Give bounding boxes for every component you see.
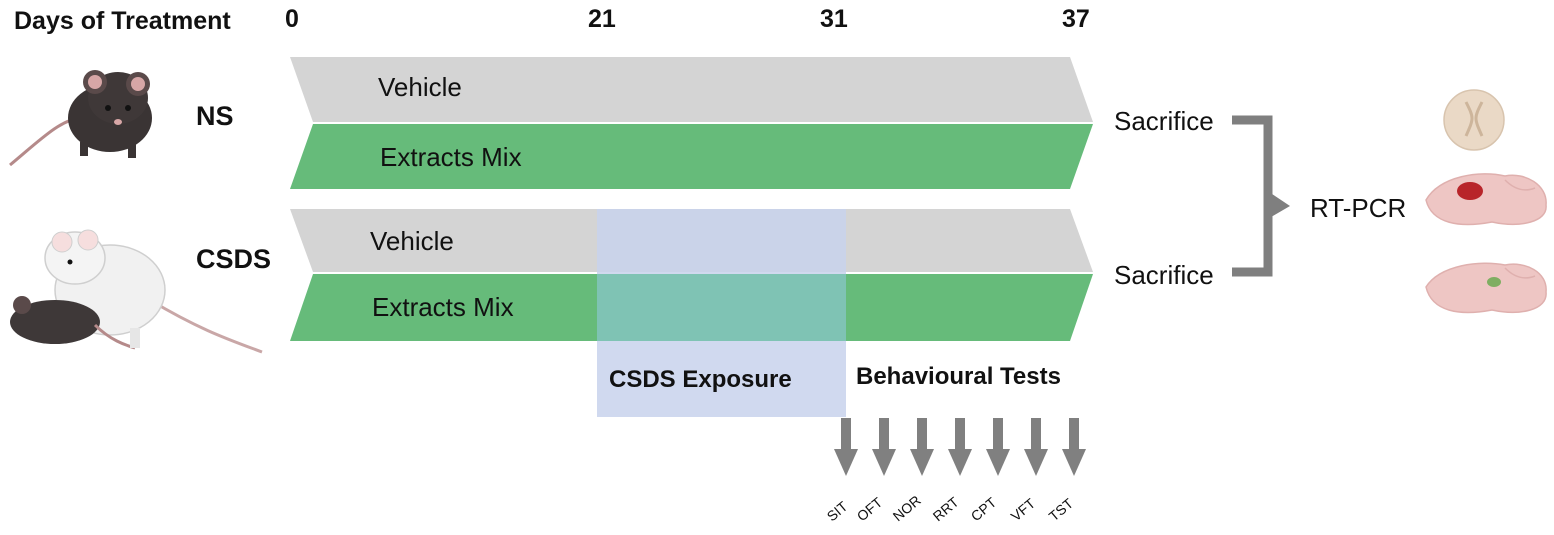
fighting-mice-icon bbox=[10, 229, 263, 354]
brain-striatum-icon bbox=[1425, 262, 1547, 314]
day-label-37: 37 bbox=[1062, 5, 1090, 33]
ns-vehicle-label: Vehicle bbox=[378, 72, 462, 102]
analysis-label: RT-PCR bbox=[1310, 193, 1406, 223]
sacrifice-label-bottom: Sacrifice bbox=[1114, 260, 1214, 290]
axis-label: Days of Treatment bbox=[14, 7, 231, 35]
bracket-point-icon bbox=[1266, 190, 1290, 220]
test-label-sit: SIT bbox=[824, 498, 851, 525]
day-label-31: 31 bbox=[820, 5, 848, 33]
brain-hippocampus-icon bbox=[1425, 173, 1547, 226]
arrow-down-icon bbox=[986, 418, 1010, 476]
black-mouse-icon bbox=[9, 70, 152, 167]
group-label-ns: NS bbox=[196, 101, 234, 131]
csds-exposure-extracts-overlap bbox=[597, 274, 846, 341]
day-label-0: 0 bbox=[285, 5, 299, 33]
test-label-vft: VFT bbox=[1008, 495, 1039, 525]
arrow-down-icon bbox=[834, 418, 858, 476]
phase-label-exposure: CSDS Exposure bbox=[609, 366, 792, 393]
test-arrows bbox=[834, 418, 1086, 476]
csds-extracts-label: Extracts Mix bbox=[372, 292, 514, 322]
phase-label-tests: Behavioural Tests bbox=[856, 363, 1061, 390]
day-label-21: 21 bbox=[588, 5, 616, 33]
sacrifice-label-top: Sacrifice bbox=[1114, 106, 1214, 136]
arrow-down-icon bbox=[910, 418, 934, 476]
test-label-nor: NOR bbox=[890, 492, 924, 524]
ns-vehicle-bar bbox=[290, 57, 1093, 122]
arrow-down-icon bbox=[1062, 418, 1086, 476]
group-label-csds: CSDS bbox=[196, 244, 271, 274]
test-label-cpt: CPT bbox=[968, 494, 1000, 525]
test-label-oft: OFT bbox=[854, 494, 886, 525]
test-label-tst: TST bbox=[1046, 495, 1077, 525]
test-label-rrt: RRT bbox=[930, 493, 962, 524]
bracket-connector bbox=[1232, 115, 1273, 277]
spinal-cord-section-icon bbox=[1443, 89, 1505, 151]
arrow-down-icon bbox=[872, 418, 896, 476]
ns-extracts-label: Extracts Mix bbox=[380, 142, 522, 172]
arrow-down-icon bbox=[1024, 418, 1048, 476]
csds-vehicle-label: Vehicle bbox=[370, 226, 454, 256]
arrow-down-icon bbox=[948, 418, 972, 476]
ns-extracts-bar bbox=[290, 124, 1093, 189]
